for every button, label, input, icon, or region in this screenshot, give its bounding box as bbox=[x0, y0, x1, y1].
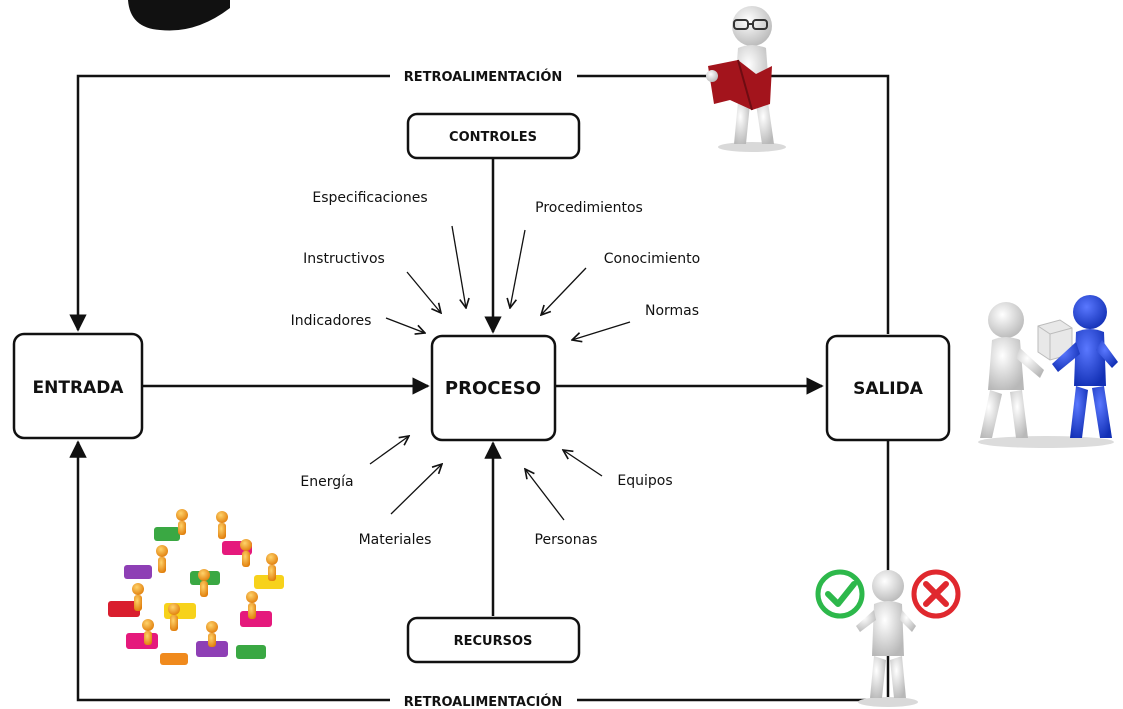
label-procedimientos: Procedimientos bbox=[535, 200, 643, 216]
label-instructivos: Instructivos bbox=[303, 251, 385, 267]
arrow-especificaciones bbox=[451, 225, 466, 308]
arrow-equipos bbox=[563, 450, 603, 477]
arrow-instructivos bbox=[406, 271, 441, 313]
label-personas: Personas bbox=[535, 532, 598, 548]
cross-icon bbox=[911, 569, 961, 619]
node-proceso: PROCESO bbox=[430, 334, 557, 442]
figures-exchanging-box-icon bbox=[978, 295, 1118, 448]
feedback-loop-top bbox=[69, 74, 890, 334]
label-conocimiento: Conocimiento bbox=[604, 251, 700, 267]
main-flow-arrows bbox=[142, 158, 824, 616]
figure-check-cross-icon bbox=[815, 569, 961, 707]
arrow-indicadores bbox=[385, 317, 425, 333]
arrow-personas bbox=[525, 469, 565, 521]
label-especificaciones: Especificaciones bbox=[312, 190, 427, 206]
label-materiales: Materiales bbox=[359, 532, 432, 548]
node-controles-label: CONTROLES bbox=[449, 130, 537, 145]
figure-reading-book-icon bbox=[706, 6, 786, 152]
label-equipos: Equipos bbox=[617, 473, 672, 489]
arrow-procedimientos bbox=[510, 229, 526, 308]
node-recursos: RECURSOS bbox=[406, 616, 581, 664]
clipped-heading-fragment bbox=[128, 0, 230, 31]
node-proceso-label: PROCESO bbox=[445, 378, 541, 399]
label-normas: Normas bbox=[645, 303, 699, 319]
node-entrada: ENTRADA bbox=[12, 332, 144, 440]
node-salida-label: SALIDA bbox=[853, 379, 924, 399]
feedback-label-top: RETROALIMENTACIÓN bbox=[404, 69, 563, 85]
node-entrada-label: ENTRADA bbox=[33, 378, 125, 398]
team-puzzle-pieces-icon bbox=[104, 505, 292, 683]
label-energia: Energía bbox=[300, 474, 353, 490]
arrow-energia bbox=[369, 436, 409, 465]
check-icon bbox=[815, 569, 865, 619]
node-controles: CONTROLES bbox=[406, 112, 581, 160]
orange-figures bbox=[132, 509, 278, 647]
resource-inputs: Energía Equipos Materiales Personas bbox=[300, 436, 673, 548]
arrow-normas bbox=[572, 321, 631, 340]
arrow-conocimiento bbox=[541, 267, 587, 315]
control-inputs: Especificaciones Procedimientos Instruct… bbox=[291, 190, 700, 340]
feedback-label-bottom: RETROALIMENTACIÓN bbox=[404, 694, 563, 709]
node-salida: SALIDA bbox=[825, 334, 951, 442]
puzzle-pieces bbox=[108, 527, 284, 665]
arrow-materiales bbox=[390, 464, 442, 515]
label-indicadores: Indicadores bbox=[291, 313, 372, 329]
node-recursos-label: RECURSOS bbox=[454, 634, 533, 649]
